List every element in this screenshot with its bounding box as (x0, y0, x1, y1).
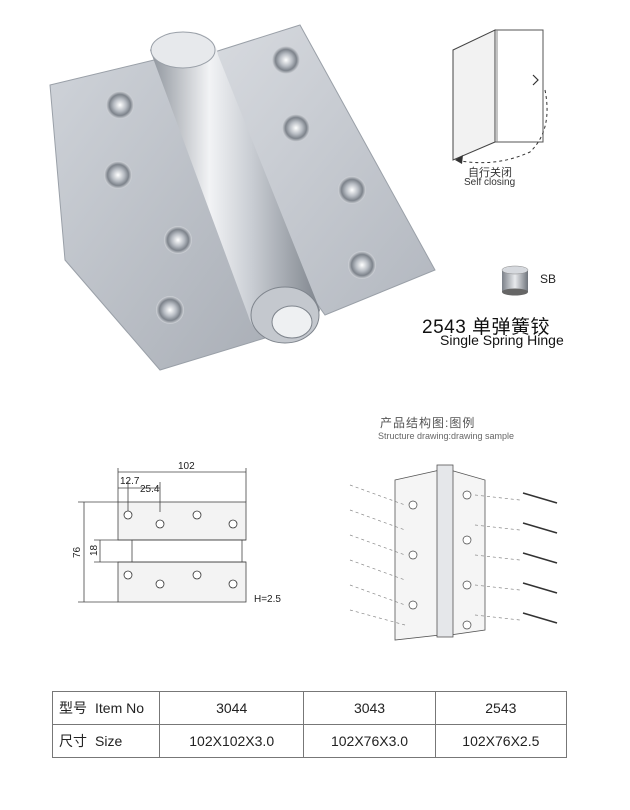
product-subtitle: Single Spring Hinge (440, 332, 564, 348)
size-label-cn: 尺寸 (59, 733, 87, 749)
table-cell: 102X76X2.5 (434, 724, 568, 758)
table-cell: 102X76X3.0 (303, 724, 436, 758)
dim-height: 76 (72, 546, 83, 558)
self-closing-label-en: Self closing (464, 177, 516, 188)
table-row-item: 型号 Item No 3044 3043 2543 (52, 691, 568, 725)
size-label-en: Size (95, 733, 123, 749)
dim-offset-1: 12.7 (120, 476, 140, 487)
product-title: 2543 单弹簧铰 (422, 317, 551, 338)
spec-table: 型号 Item No 3044 3043 2543 尺寸 Size 102X102X… (52, 691, 568, 758)
table-row-size: 尺寸 Size 102X102X3.0 102X76X3.0 102X76X2.5 (52, 724, 568, 758)
dimension-drawing: 102 12.7 25.4 76 18 H=2.5 (72, 461, 281, 605)
finish-code: SB (540, 272, 557, 286)
item-no-label-en: Item No (95, 700, 145, 716)
dim-thickness: H=2.5 (254, 594, 281, 605)
dim-knuckle: 18 (89, 544, 100, 556)
dim-offset-2: 25.4 (140, 484, 160, 495)
item-no-label-cn: 型号 (59, 700, 87, 716)
dim-width: 102 (178, 461, 195, 472)
hinge-product-image (49, 24, 436, 371)
table-cell: 3044 (158, 691, 305, 725)
self-closing-label-cn: 自行关闭 (468, 167, 512, 179)
structure-drawing-label-en: Structure drawing:drawing sample (378, 431, 515, 441)
item-no-header: 型号 Item No (52, 691, 160, 725)
table-cell: 102X102X3.0 (158, 724, 305, 758)
table-cell: 2543 (434, 691, 568, 725)
structure-drawing-label-cn: 产品结构图:图例 (380, 416, 476, 430)
self-closing-door-icon (452, 29, 548, 164)
finish-swatch-icon (501, 265, 529, 296)
structure-exploded-drawing (349, 464, 558, 641)
size-header: 尺寸 Size (52, 724, 160, 758)
table-cell: 3043 (303, 691, 436, 725)
